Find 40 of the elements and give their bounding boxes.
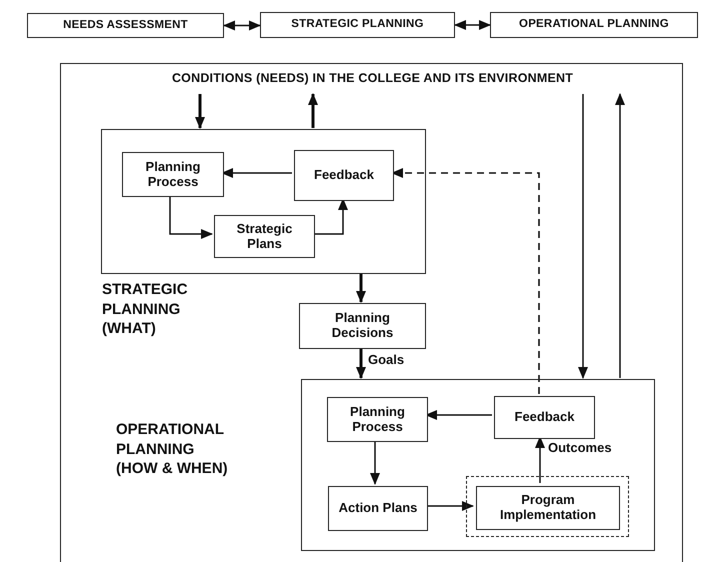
arrow [308, 93, 318, 128]
group-heading: STRATEGIC PLANNING (WHAT) [102, 280, 189, 338]
conditions-heading: CONDITIONS (NEEDS) IN THE COLLEGE AND ITS ENVIRONMENT [69, 67, 676, 89]
group-heading: OPERATIONAL PLANNING (HOW & WHEN) [116, 420, 229, 478]
dashed-box [466, 476, 629, 537]
process-box [328, 486, 428, 531]
process-box [476, 486, 620, 530]
arrow [578, 94, 588, 379]
edge-label: Goals [368, 352, 404, 367]
node-label: Feedback [313, 168, 375, 183]
node-label: Planning Process [349, 404, 406, 434]
node-label: Planning Decisions [330, 311, 394, 341]
process-box [122, 152, 224, 197]
process-box [299, 303, 426, 349]
arrow [426, 501, 474, 511]
arrow [370, 440, 380, 485]
arrow [223, 20, 261, 30]
edge-label: Outcomes [548, 440, 612, 455]
arrow [615, 93, 625, 378]
node-label: Program Implementation [498, 493, 598, 523]
node-label: Planning Process [144, 160, 202, 190]
arrow [169, 195, 213, 239]
process-box [327, 397, 428, 442]
frame-box [60, 63, 683, 562]
phase-box [260, 12, 455, 38]
arrow [195, 94, 205, 129]
node-label: STRATEGIC PLANNING [290, 18, 425, 32]
process-box [214, 215, 315, 258]
arrow [356, 348, 366, 379]
node-label: NEEDS ASSESSMENT [62, 18, 189, 32]
node-label: Strategic Plans [236, 222, 294, 252]
node-label: Feedback [514, 410, 576, 425]
arrow [454, 20, 491, 30]
process-box [494, 396, 595, 439]
phase-box [27, 13, 224, 38]
process-box [294, 150, 394, 201]
phase-box [490, 12, 698, 38]
arrow [356, 273, 366, 303]
node-label: Action Plans [338, 501, 418, 516]
node-label: OPERATIONAL PLANNING [518, 18, 670, 32]
